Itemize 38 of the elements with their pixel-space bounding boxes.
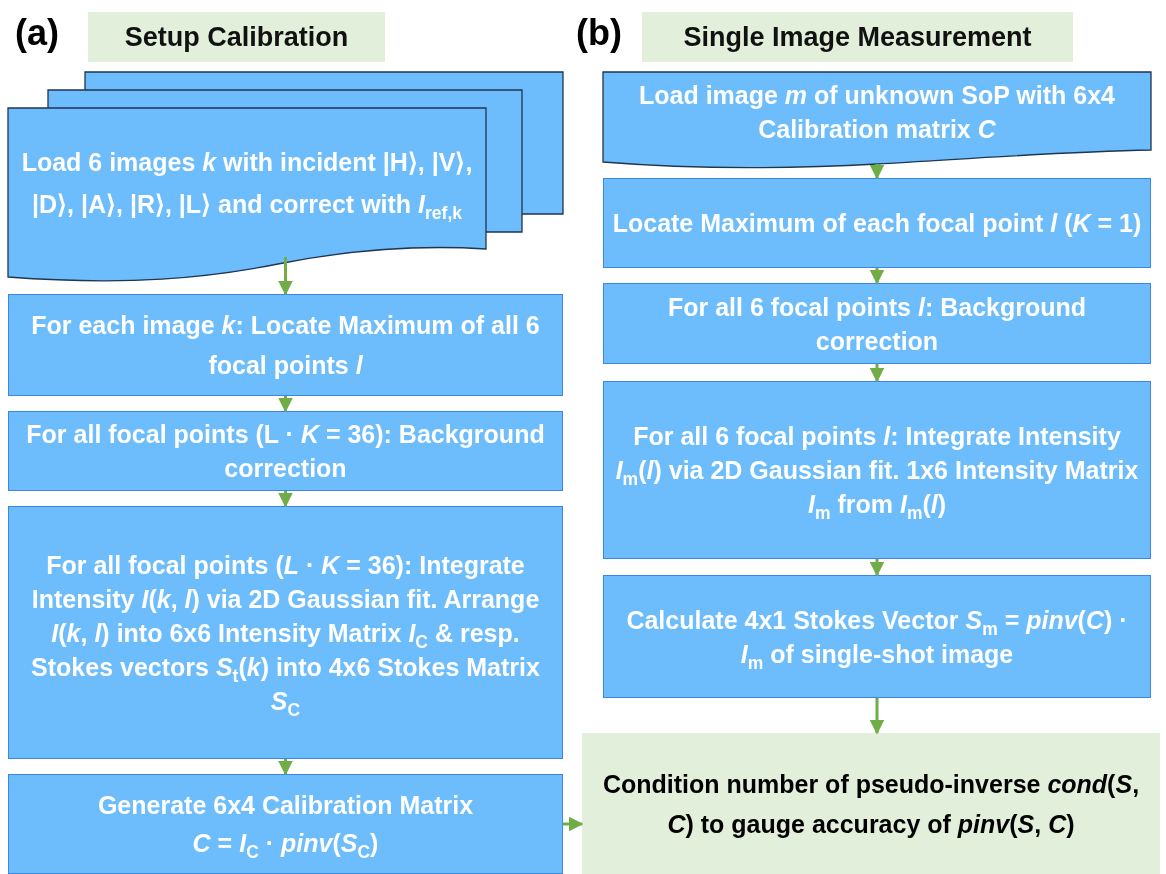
process-box xyxy=(8,411,563,491)
result-box xyxy=(582,733,1160,874)
arrow xyxy=(869,559,885,577)
document-shape xyxy=(603,72,1151,170)
section-heading: Single Image Measurement xyxy=(682,21,1033,54)
step-text: C = I$_{C}$ · pinv(S$_{C}$) xyxy=(191,828,380,862)
arrow xyxy=(278,759,293,776)
arrow xyxy=(278,491,293,508)
section-heading-box xyxy=(88,12,385,62)
arrow xyxy=(869,268,885,285)
process-box xyxy=(8,294,563,396)
step-text: For each image k: Locate Maximum of all 6 focal points l xyxy=(30,310,541,381)
process-box xyxy=(603,283,1151,364)
step-text: Generate 6x4 Calibration Matrix xyxy=(96,790,475,821)
panel-label: (a) xyxy=(15,12,59,54)
section-heading: Setup Calibration xyxy=(123,21,350,54)
panel-label: (b) xyxy=(576,12,622,54)
arrow xyxy=(278,396,293,413)
process-box xyxy=(603,575,1151,698)
step-text: Calculate 4x1 Stokes Vector S$_{m}$ = pinv(C) · I$_{m}$ of single-shot image xyxy=(625,604,1129,671)
step-text: For all focal points (L · K = 36): Integrate Intensity I(k, l) via 2D Gaussian fit. Arrange I(k, l) into 6x6 Intensity Matrix I$_{C}$ & resp. Stokes vectors S$_{t}$(k) into 4x6 Stokes Matrix S$_{C}$ xyxy=(30,549,541,718)
process-box xyxy=(603,178,1151,268)
step-text: Condition number of pseudo-inverse cond(S, C) to gauge accuracy of pinv(S, C) xyxy=(601,768,1141,840)
step-text: Load 6 images k with incident |H⟩, |V⟩, |D⟩, |A⟩, |R⟩, |L⟩ and correct with I$_{ref,k}$ xyxy=(20,147,474,225)
arrow xyxy=(869,698,885,735)
step-text: For all 6 focal points l: Integrate Intensity I$_{m}$(l) via 2D Gaussian fit. 1x6 Intensity Matrix I$_{m}$ from I$_{m}$(l) xyxy=(614,421,1140,521)
process-box xyxy=(8,774,563,874)
arrow xyxy=(869,364,885,383)
process-box xyxy=(603,381,1151,559)
step-text: For all 6 focal points l: Background correction xyxy=(666,291,1088,357)
step-text: Load image m of unknown SoP with 6x4 Calibration matrix C xyxy=(638,80,1116,145)
section-heading-box xyxy=(642,12,1073,62)
step-text: For all focal points (L · K = 36): Background correction xyxy=(25,419,546,484)
arrow xyxy=(869,164,885,180)
arrow xyxy=(278,257,293,296)
arrow xyxy=(563,816,584,832)
step-text: Locate Maximum of each focal point l (K = 1) xyxy=(611,208,1143,239)
process-box xyxy=(8,506,563,759)
